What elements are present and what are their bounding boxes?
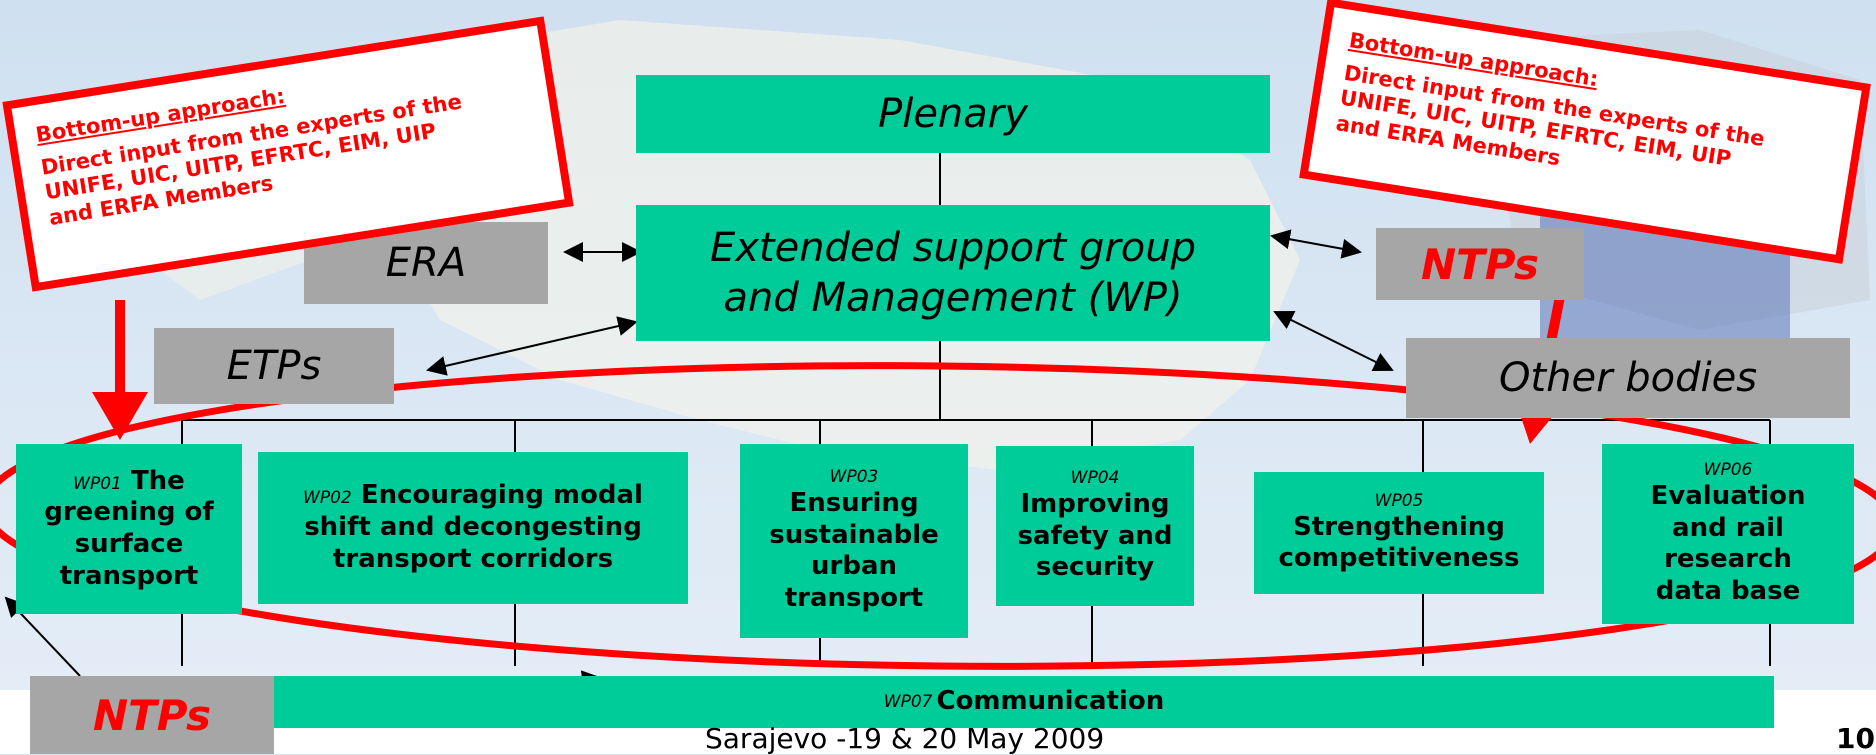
wp06-title-a: Evaluation [1650,480,1806,511]
plenary-box: Plenary [636,75,1270,153]
ntps-right-label: NTPs [1420,239,1540,289]
wp04-title-b: safety and [1017,520,1173,551]
wp05-title-b: competitiveness [1278,543,1520,574]
wp05-box: WP05 Strengthening competitiveness [1254,472,1544,594]
wp06-title-c: research [1664,544,1792,575]
wp03-title-d: transport [784,583,924,614]
ntps-right-box: NTPs [1376,228,1584,300]
wp02-title-c: transport corridors [332,543,614,574]
page-number: 10 [1836,722,1875,755]
wp06-box: WP06 Evaluation and rail research data b… [1602,444,1854,624]
wp05-title-a: Strengthening [1293,511,1505,542]
wp07-box: WP07 Communication [274,676,1774,728]
ntps-bottom-label: NTPs [92,690,212,740]
wp04-title-c: security [1035,552,1155,583]
wp02-box: WP02 Encouraging modal shift and deconge… [258,452,688,604]
wp04-code: WP04 [1070,468,1120,489]
wp01-title-d: transport [59,560,199,591]
other-bodies-box: Other bodies [1406,338,1850,418]
wp07-title: Communication [936,686,1165,717]
wp01-box: WP01 The greening of surface transport [16,444,242,614]
support-group-box: Extended support group and Management (W… [636,205,1270,341]
wp07-code: WP07 [883,691,933,712]
support-line-1: Extended support group [709,225,1197,271]
wp01-title-a: The [130,465,185,496]
wp01-title-c: surface [74,529,184,559]
ntps-bottom-box: NTPs [30,676,274,754]
etps-box: ETPs [154,328,394,404]
wp03-title-c: urban [811,551,897,582]
wp04-box: WP04 Improving safety and security [996,446,1194,606]
wp03-title-a: Ensuring [789,487,919,518]
other-bodies-label: Other bodies [1498,355,1758,401]
wp03-title-b: sustainable [769,519,939,550]
wp02-code: WP02 [303,488,352,509]
wp05-code: WP05 [1374,490,1424,511]
etps-label: ETPs [226,343,322,389]
wp01-title-b: greening of [44,497,214,528]
support-line-2: and Management (WP) [723,275,1183,321]
era-label: ERA [385,240,467,286]
wp02-title-b: shift and decongesting [304,512,642,543]
wp06-title-d: data base [1655,576,1801,607]
wp01-code: WP01 [73,473,122,494]
plenary-label: Plenary [878,91,1028,137]
wp06-title-b: and rail [1672,512,1784,543]
wp06-code: WP06 [1703,460,1753,481]
wp03-box: WP03 Ensuring sustainable urban transpor… [740,444,968,638]
wp04-title-a: Improving [1020,488,1170,519]
wp02-title-a: Encouraging modal [360,480,643,511]
era-box: ERA [304,222,548,304]
footer-text: Sarajevo -19 & 20 May 2009 [705,722,1105,755]
wp03-code: WP03 [829,467,879,488]
